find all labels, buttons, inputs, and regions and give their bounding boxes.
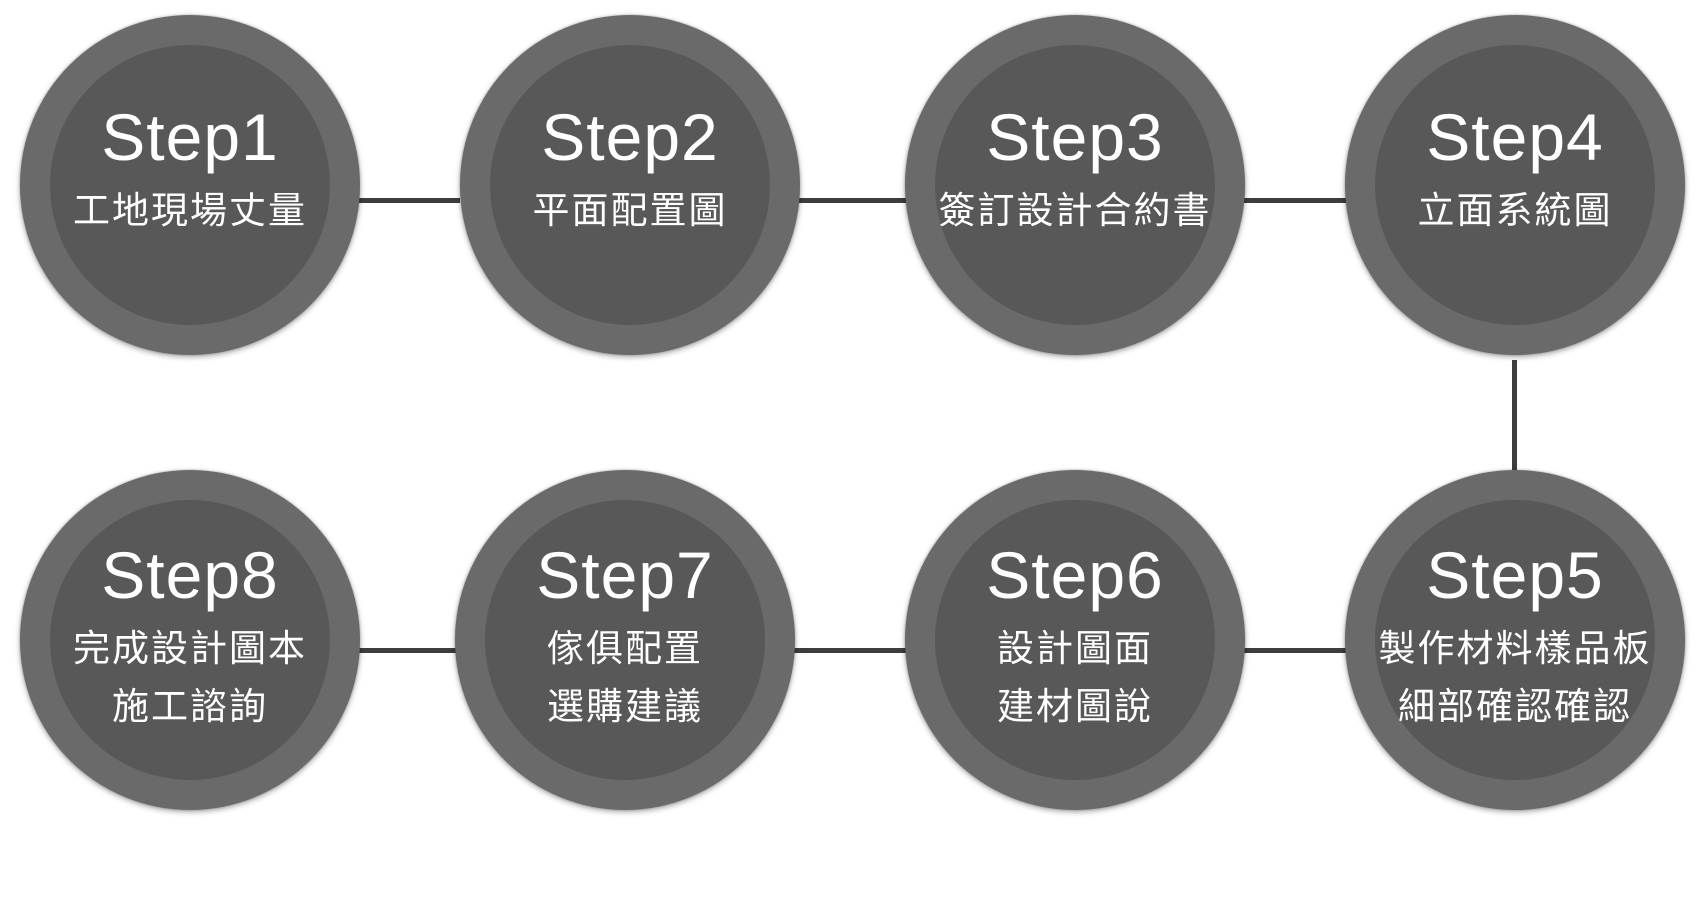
step-5-inner-disc [1375,500,1655,780]
connector-step5-step6 [1240,648,1360,653]
step-7-description-line-2: 選購建議 [547,685,703,728]
step-1-title: Step1 [101,100,279,174]
step-2-description: 平面配置圖 [532,189,728,232]
step-4-description: 立面系統圖 [1417,189,1613,232]
step-1-description: 工地現場丈量 [73,189,307,232]
step-5-title: Step5 [1426,538,1604,612]
connector-step2-step3 [790,198,910,203]
step-7-content: Step7 傢俱配置 選購建議 [435,470,815,810]
step-7-inner-disc [485,500,765,780]
step-5-circle: Step5 製作材料樣品板 細部確認確認 [1345,470,1685,810]
step-8-title: Step8 [101,538,279,612]
step-2-circle: Step2 平面配置圖 [460,15,800,355]
step-6-description-line-1: 設計圖面 [997,627,1153,670]
step-8-description-line-1: 完成設計圖本 [73,627,307,670]
step-8-content: Step8 完成設計圖本 施工諮詢 [0,470,380,810]
step-3-description: 簽訂設計合約書 [938,189,1212,232]
connector-step1-step2 [340,198,460,203]
step-7-title: Step7 [536,538,714,612]
step-2-content: Step2 平面配置圖 [440,15,820,355]
step-2-title: Step2 [541,100,719,174]
step-4-content: Step4 立面系統圖 [1325,15,1700,355]
step-6-content: Step6 設計圖面 建材圖說 [885,470,1265,810]
step-5-description-line-1: 製作材料樣品板 [1378,627,1652,670]
step-5-description-line-2: 細部確認確認 [1398,685,1632,728]
connector-step6-step7 [790,648,910,653]
step-3-circle: Step3 簽訂設計合約書 [905,15,1245,355]
step-6-inner-disc [935,500,1215,780]
step-6-description-line-2: 建材圖說 [997,685,1153,728]
step-4-title: Step4 [1426,100,1604,174]
connector-step3-step4 [1240,198,1360,203]
step-1-content: Step1 工地現場丈量 [0,15,380,355]
step-4-inner-disc [1375,45,1655,325]
step-1-inner-disc [50,45,330,325]
step-1-circle: Step1 工地現場丈量 [20,15,360,355]
step-6-title: Step6 [986,538,1164,612]
step-3-title: Step3 [986,100,1164,174]
connector-step7-step8 [340,648,460,653]
step-7-circle: Step7 傢俱配置 選購建議 [455,470,795,810]
step-8-circle: Step8 完成設計圖本 施工諮詢 [20,470,360,810]
step-2-inner-disc [490,45,770,325]
step-8-inner-disc [50,500,330,780]
step-6-circle: Step6 設計圖面 建材圖說 [905,470,1245,810]
step-8-description-line-2: 施工諮詢 [112,685,268,728]
step-7-description-line-1: 傢俱配置 [547,627,703,670]
step-3-inner-disc [935,45,1215,325]
step-5-content: Step5 製作材料樣品板 細部確認確認 [1325,470,1700,810]
step-3-content: Step3 簽訂設計合約書 [885,15,1265,355]
connector-step4-step5 [1512,360,1517,470]
step-4-circle: Step4 立面系統圖 [1345,15,1685,355]
